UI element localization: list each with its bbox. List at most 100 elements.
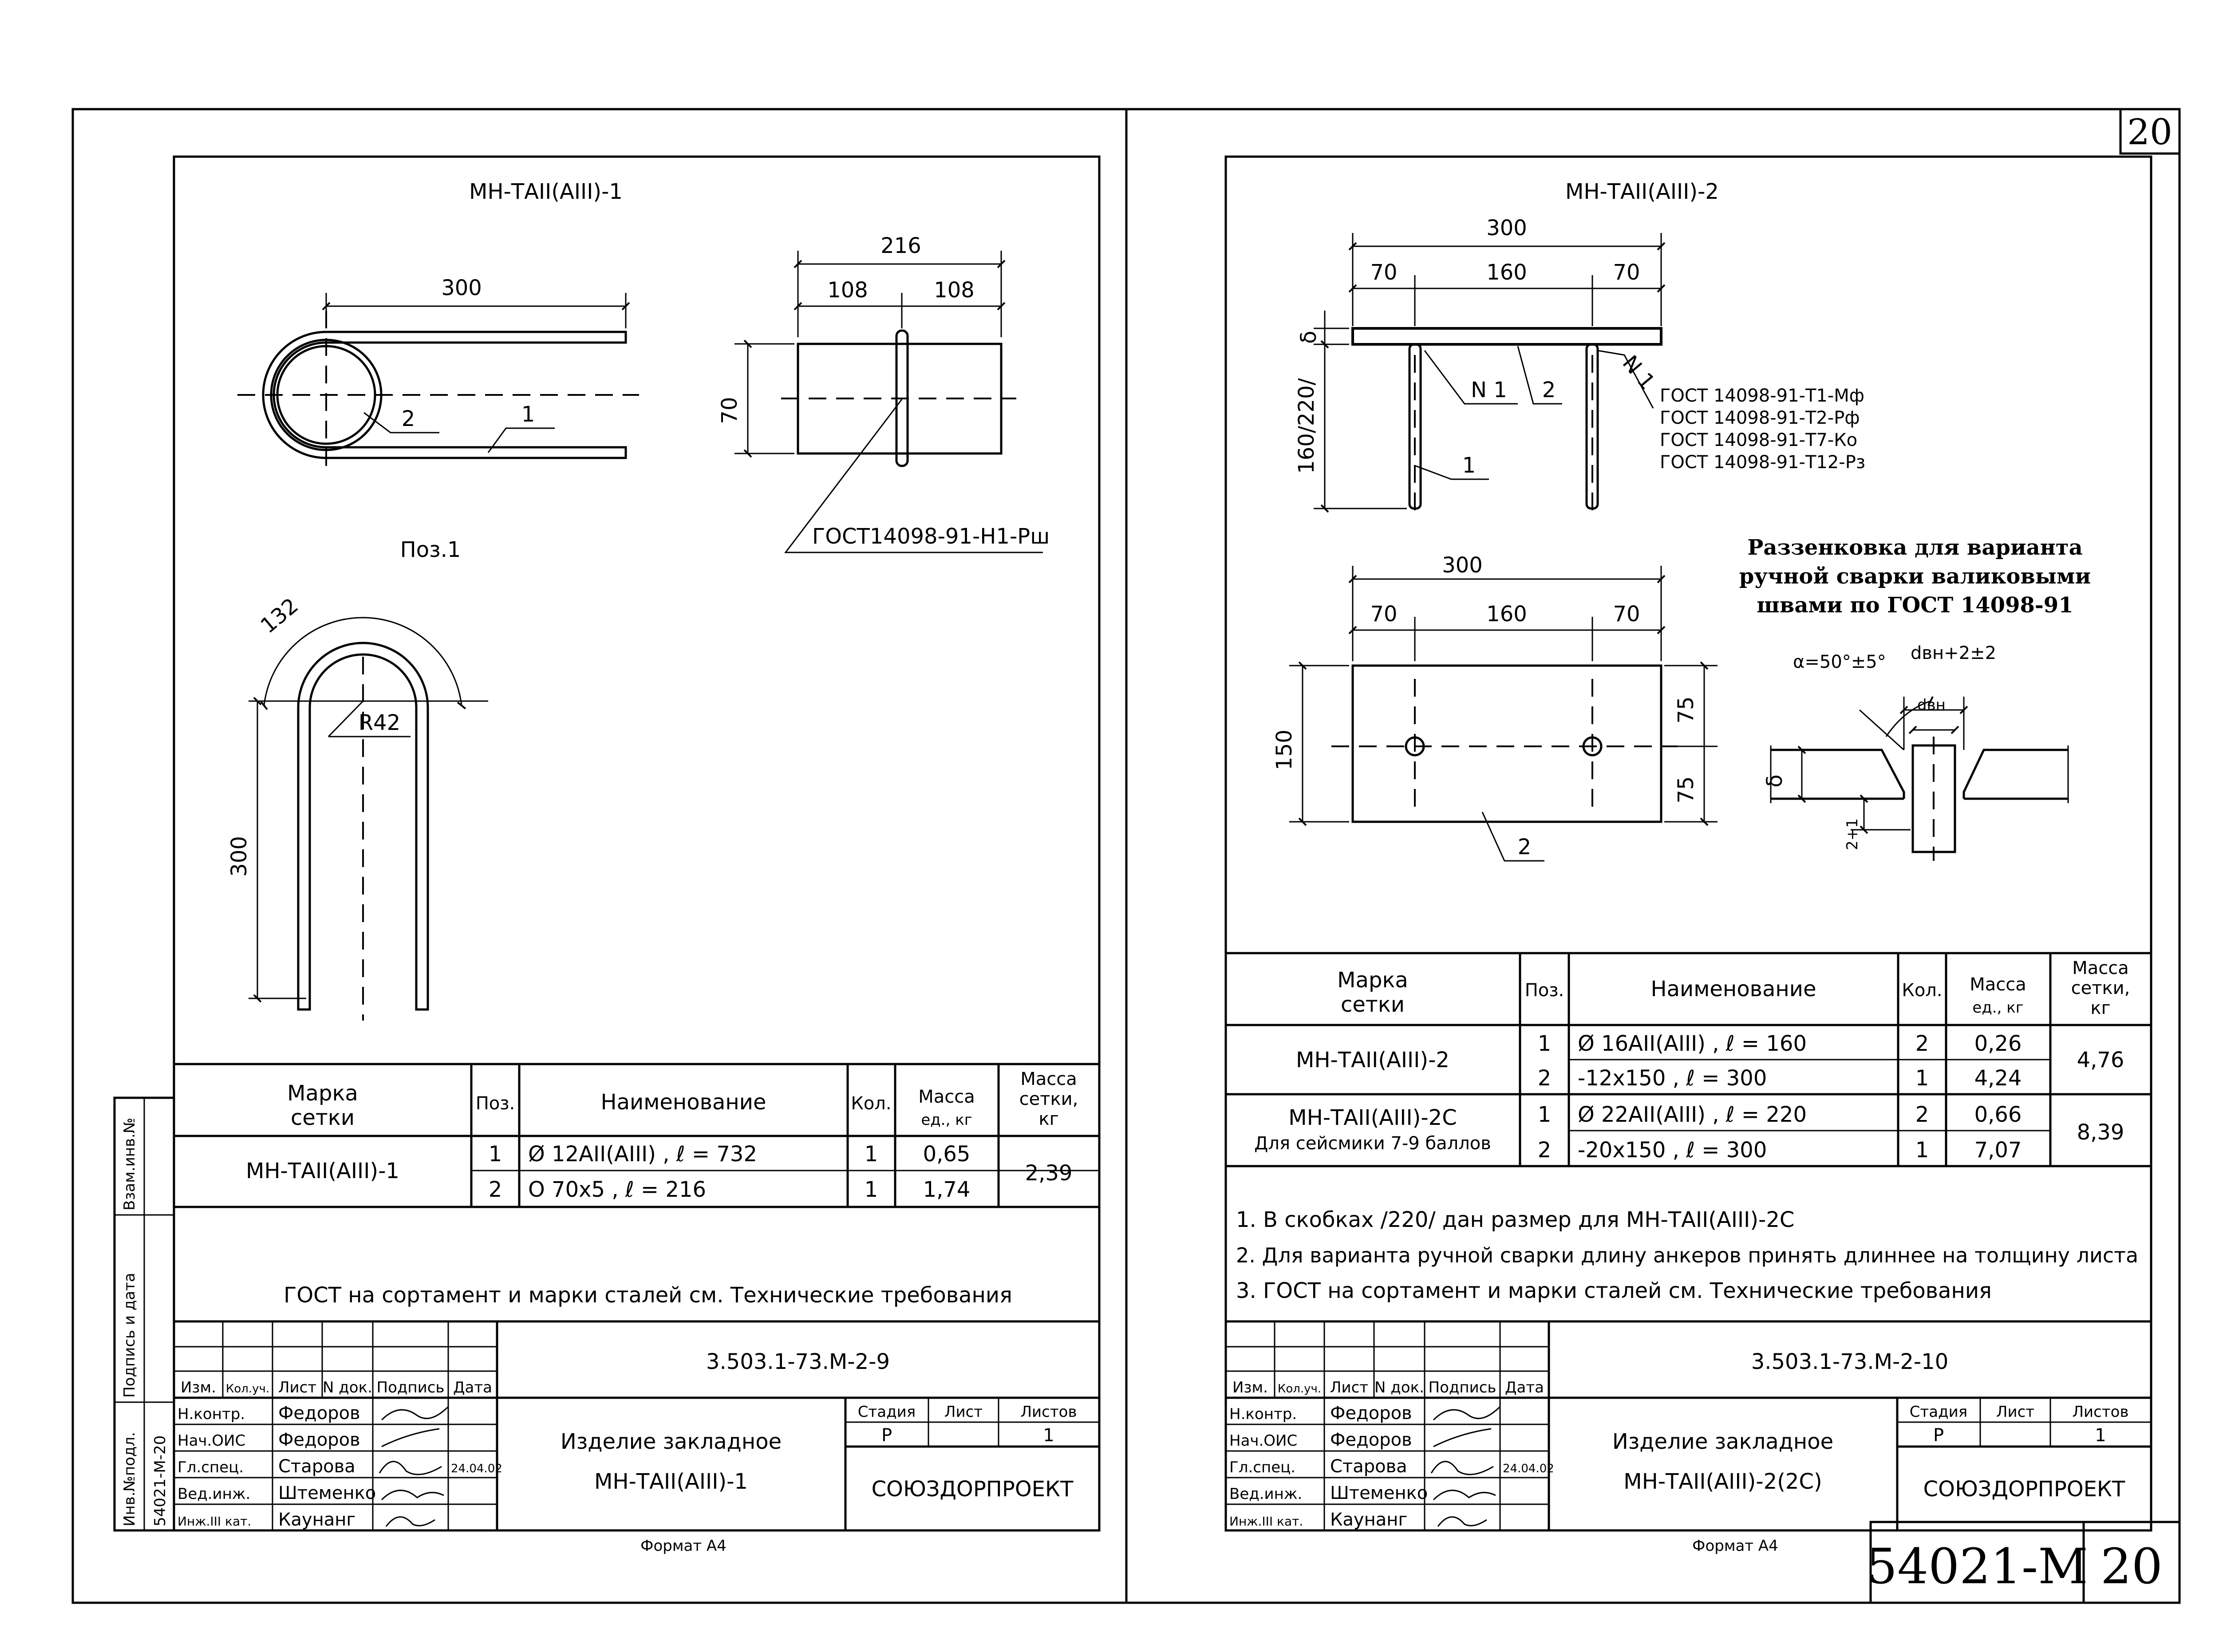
left-spec-table: Марка сетки Поз. Наименование Кол. Масса…	[174, 1063, 1099, 1208]
right-tb-col-3: N док.	[1374, 1379, 1424, 1396]
left-tb-sheets-h: Листов	[1020, 1403, 1077, 1421]
right-tb-name-1: Федоров	[1330, 1430, 1412, 1450]
left-drawing-title: МН-ТАII(АIII)-1	[469, 179, 623, 204]
right-plan-dim-150: 150	[1272, 729, 1297, 770]
right-note-2: 2. Для варианта ручной сварки длину анке…	[1236, 1243, 2138, 1267]
left-th-marka-2: сетки	[291, 1105, 355, 1130]
left-tb-name-1: Федоров	[278, 1430, 360, 1450]
side-stamp-signature-date: Подпись и дата	[121, 1273, 138, 1398]
right-plan-dim-70b: 70	[1613, 602, 1640, 627]
left-tb-role-0: Н.контр.	[178, 1405, 245, 1423]
right-front-view: 300 70 160 70 δ 160/220/ N 1 2 N 1	[1294, 216, 1865, 519]
left-mark: МН-ТАII(АIII)-1	[246, 1159, 399, 1183]
left-r1-kol: 1	[865, 1142, 878, 1167]
right-weld-note-3: ГОСТ 14098-91-Т12-Рз	[1660, 452, 1865, 473]
left-r1-mass: 0,65	[923, 1142, 971, 1167]
poz1-dim-r42: R42	[359, 710, 400, 735]
right-g2-r2-kol: 1	[1915, 1138, 1929, 1163]
right-note-1: 1. В скобках /220/ дан размер для МН-ТАI…	[1236, 1207, 1794, 1232]
left-total: 2,39	[1025, 1161, 1073, 1186]
right-format-label: Формат А4	[1692, 1537, 1778, 1555]
right-weld-note-0: ГОСТ 14098-91-Т1-Мф	[1660, 386, 1864, 406]
right-plan-view: 300 70 160 70 150 75 75 2	[1272, 553, 1718, 862]
left-th-massa-ed-1: Масса	[918, 1087, 975, 1107]
left-tb-col-2: Лист	[278, 1379, 316, 1396]
left-th-kol: Кол.	[851, 1093, 891, 1114]
sheet-code-box: 54021-M 20	[1866, 1521, 2181, 1604]
right-g2-total: 8,39	[2077, 1120, 2124, 1145]
corner-sheet-number: 20	[2119, 108, 2181, 155]
left-ring-side-view: 216 108 108 70 ГОСТ14098-91-Н1-Рш	[717, 233, 1050, 553]
razzen-delta: δ	[1762, 774, 1787, 787]
left-dim-108b: 108	[934, 278, 975, 303]
left-signatures	[379, 1406, 449, 1527]
right-th-poz: Поз.	[1525, 980, 1564, 1001]
sheet-code-text: 54021-M	[1866, 1538, 2088, 1595]
right-drawing-title: МН-ТАII(АIII)-2	[1565, 179, 1719, 204]
left-r2-mass: 1,74	[923, 1177, 971, 1202]
right-tb-name-0: Федоров	[1330, 1403, 1412, 1423]
left-tb-name-4: Каунанг	[278, 1510, 355, 1530]
right-weld-note-1: ГОСТ 14098-91-Т2-Рф	[1660, 408, 1860, 428]
left-tb-role-4: Инж.III кат.	[178, 1514, 251, 1529]
left-plan-view: 300 2 1	[237, 276, 639, 475]
left-tb-role-1: Нач.ОИС	[178, 1432, 245, 1450]
right-plan-dim-300: 300	[1442, 553, 1483, 578]
right-th-marka-2: сетки	[1341, 992, 1405, 1017]
right-plan-callout-2: 2	[1518, 835, 1532, 860]
left-title-block: Изм. Кол.уч. Лист N док. Подпись Дата Н.…	[174, 1320, 1099, 1530]
right-g1-r2-mass: 4,24	[1974, 1066, 2022, 1091]
right-front-callout-n1b: N 1	[1618, 351, 1660, 394]
left-tb-role-2: Гл.спец.	[178, 1459, 244, 1476]
right-g2-r1-mass: 0,66	[1974, 1102, 2022, 1127]
left-tb-name-3: Штеменко	[278, 1483, 376, 1503]
left-th-massa-set-1: Масса	[1020, 1069, 1077, 1089]
right-th-massa-set-1: Масса	[2072, 958, 2129, 978]
right-tb-stage: Р	[1933, 1425, 1944, 1446]
left-tb-item-title-2: МН-ТАII(АIII)-1	[594, 1469, 748, 1494]
right-weld-note-2: ГОСТ 14098-91-Т7-Ко	[1660, 430, 1857, 450]
left-tb-name-0: Федоров	[278, 1403, 360, 1423]
left-r1-poz: 1	[489, 1142, 502, 1167]
left-tb-name-2: Старова	[278, 1456, 355, 1477]
right-front-callout-n1a: N 1	[1471, 378, 1507, 402]
razzen-alpha: α=50°±5°	[1793, 652, 1886, 672]
right-plan-dim-70a: 70	[1370, 602, 1397, 627]
left-weld-note: ГОСТ14098-91-Н1-Рш	[812, 524, 1050, 549]
right-tb-col-2: Лист	[1330, 1379, 1368, 1396]
left-dim-70: 70	[717, 397, 742, 424]
right-tb-col-4: Подпись	[1429, 1379, 1496, 1396]
right-tb-sheet-h: Лист	[1996, 1403, 2034, 1421]
side-stamp-vzam-inv: Взам.инв.№	[121, 1118, 138, 1210]
poz-label: Поз.1	[400, 537, 461, 562]
left-tb-sheet-h: Лист	[944, 1403, 983, 1421]
right-tb-item-title-2: МН-ТАII(АIII)-2(2С)	[1623, 1469, 1822, 1494]
right-tb-sheets-h: Листов	[2072, 1403, 2128, 1421]
right-g1-mark: МН-ТАII(АIII)-2	[1296, 1048, 1449, 1072]
left-th-massa-set-3: кг	[1038, 1109, 1058, 1129]
right-th-massa-ed-2: ед., кг	[1972, 999, 2023, 1017]
left-th-name: Наименование	[600, 1090, 766, 1115]
right-g1-r2-poz: 2	[1538, 1066, 1552, 1091]
left-tb-date: 24.04.02	[451, 1462, 502, 1475]
right-note-3: 3. ГОСТ на сортамент и марки сталей см. …	[1236, 1278, 1992, 1303]
left-tb-col-0: Изм.	[181, 1379, 216, 1396]
left-dim-108a: 108	[827, 278, 868, 303]
left-format-label: Формат А4	[640, 1537, 727, 1555]
left-tb-col-1: Кол.уч.	[226, 1382, 269, 1396]
left-tb-code: 3.503.1-73.М-2-9	[706, 1349, 890, 1374]
left-th-poz: Поз.	[476, 1093, 515, 1114]
right-g2-mark2: Для сейсмики 7-9 баллов	[1254, 1133, 1491, 1154]
right-g2-r1-poz: 1	[1538, 1102, 1552, 1127]
right-front-dim-70a: 70	[1370, 260, 1397, 285]
right-tb-role-4: Инж.III кат.	[1229, 1514, 1303, 1529]
right-front-dim-300: 300	[1486, 216, 1527, 241]
left-dim-216: 216	[880, 233, 921, 258]
right-g1-r2-kol: 1	[1915, 1066, 1929, 1091]
right-g2-mark: МН-ТАII(АIII)-2С	[1288, 1105, 1457, 1130]
right-front-delta: δ	[1296, 331, 1321, 343]
right-th-massa-set-2: сетки,	[2071, 978, 2130, 998]
right-front-dim-160-220: 160/220/	[1294, 378, 1319, 473]
outer-frame	[71, 108, 2181, 1604]
right-th-kol: Кол.	[1902, 980, 1942, 1001]
